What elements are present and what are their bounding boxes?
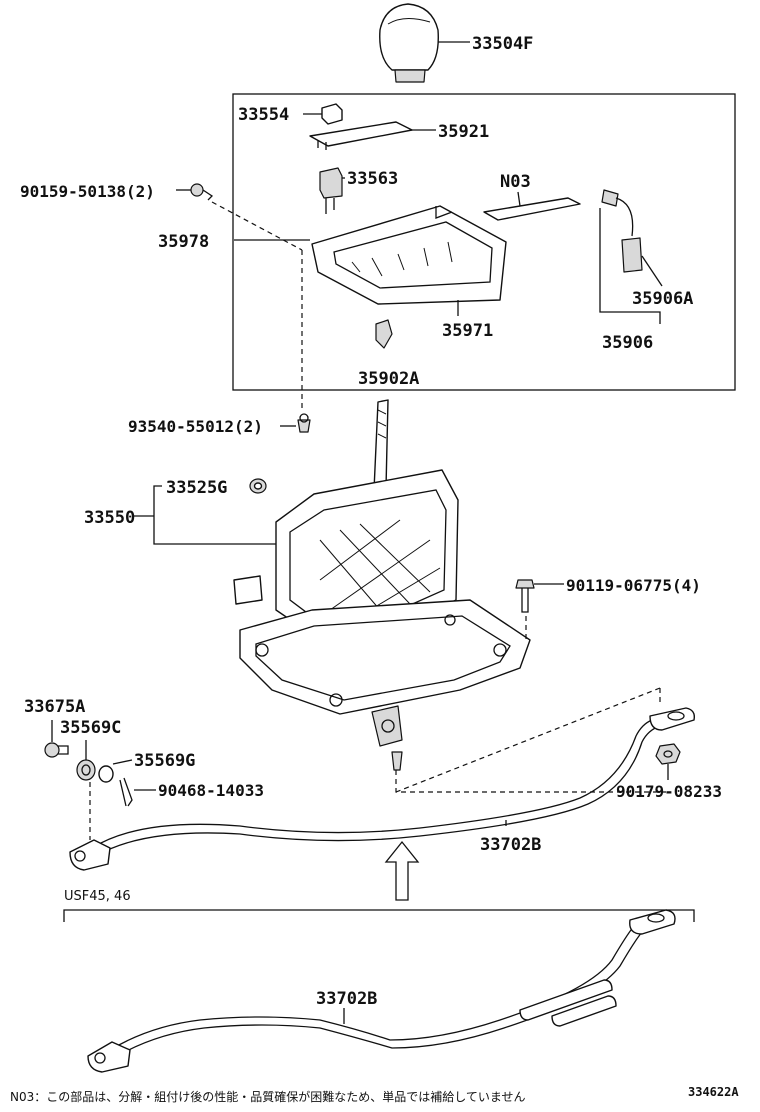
- bush-c-drawing: [76, 759, 96, 781]
- rod-alt-drawing: [87, 909, 676, 1073]
- arrow-up-icon: [384, 840, 420, 901]
- variant-bracket: [63, 909, 695, 922]
- label-n03: N03: [500, 172, 531, 192]
- nut-drawing: [655, 743, 681, 765]
- label-35906: 35906: [602, 333, 653, 353]
- label-33550: 33550: [84, 508, 135, 528]
- label-90119-06775: 90119-06775(4): [566, 576, 701, 595]
- label-35978: 35978: [158, 232, 209, 252]
- label-90179-08233: 90179-08233: [616, 782, 722, 801]
- wire-drawing: [601, 189, 643, 273]
- label-33702b: 33702B: [480, 835, 541, 855]
- variant-label: USF45, 46: [64, 889, 131, 904]
- sub-assembly-box: [232, 93, 736, 391]
- footnote: N03：この部品は、分解・組付け後の性能・品質確保が困難なため、単品では補給して…: [10, 1089, 526, 1104]
- diagram-id: 334622A: [688, 1085, 739, 1099]
- clip-b-drawing: [119, 777, 133, 807]
- clip-drawing: [375, 319, 393, 349]
- n03-plate-drawing: [483, 197, 581, 221]
- shift-knob-drawing: [379, 3, 439, 83]
- label-90159-50138: 90159-50138(2): [20, 182, 155, 201]
- bushing-drawing: [249, 478, 267, 494]
- label-33563: 33563: [347, 169, 398, 189]
- label-35971: 35971: [442, 321, 493, 341]
- bush-g-drawing: [98, 765, 114, 783]
- screw-a-drawing: [190, 183, 214, 201]
- switch-drawing: [319, 167, 343, 199]
- rod-drawing: [69, 707, 696, 871]
- label-35906a: 35906A: [632, 289, 693, 309]
- label-90468-14033: 90468-14033: [158, 781, 264, 800]
- label-33675a: 33675A: [24, 697, 85, 717]
- label-33554: 33554: [238, 105, 289, 125]
- label-35921: 35921: [438, 122, 489, 142]
- label-33525g: 33525G: [166, 478, 227, 498]
- screw-b-drawing: [297, 413, 311, 433]
- cover-clip-drawing: [321, 103, 343, 125]
- label-35902a: 35902A: [358, 369, 419, 389]
- label-35569g: 35569G: [134, 751, 195, 771]
- label-33702b-alt: 33702B: [316, 989, 377, 1009]
- bolt-a-drawing: [515, 579, 535, 613]
- shift-lever-assembly-drawing: [233, 399, 531, 771]
- label-93540-55012: 93540-55012(2): [128, 417, 263, 436]
- label-35569c: 35569C: [60, 718, 121, 738]
- housing-drawing: [311, 205, 507, 305]
- pin-drawing: [44, 742, 69, 758]
- indicator-plate-drawing: [309, 121, 413, 147]
- label-33504f: 33504F: [472, 34, 533, 54]
